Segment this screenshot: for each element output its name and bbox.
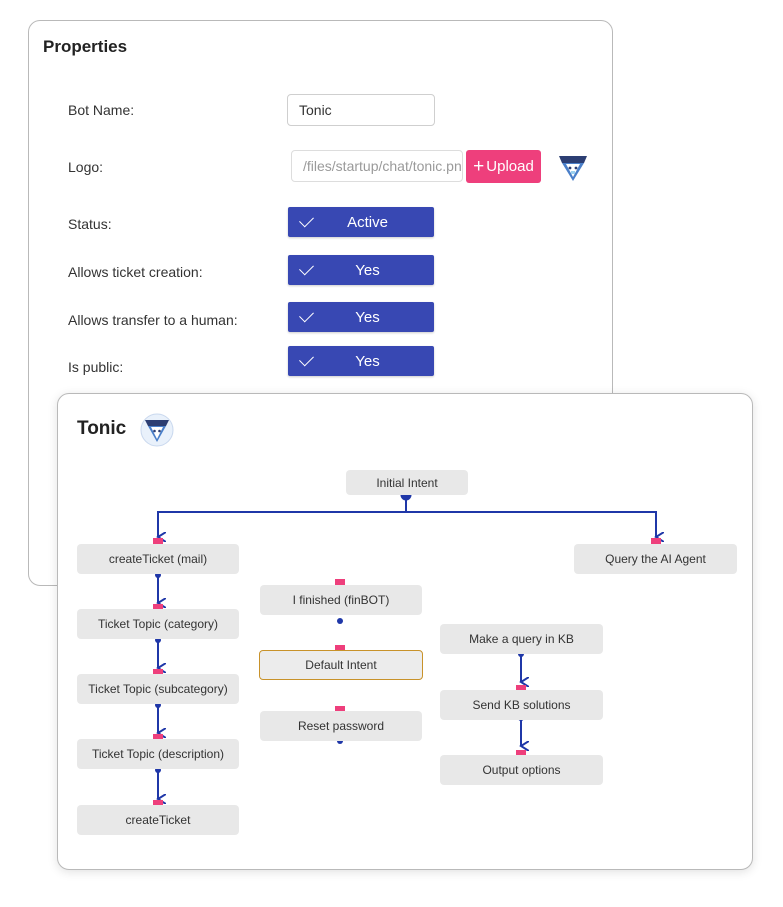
upload-button[interactable]: + Upload — [466, 150, 541, 183]
upload-button-label: Upload — [486, 158, 534, 175]
node-query-ai-agent[interactable]: Query the AI Agent — [574, 544, 737, 574]
output-port[interactable] — [337, 618, 343, 624]
input-port[interactable] — [651, 538, 661, 548]
node-output-options[interactable]: Output options — [440, 755, 603, 785]
node-create-ticket[interactable]: createTicket — [77, 805, 239, 835]
logo-label: Logo: — [68, 159, 104, 175]
input-port[interactable] — [335, 579, 345, 589]
ticket-creation-value: Yes — [355, 261, 380, 279]
bot-logo-icon — [140, 413, 174, 447]
node-initial-intent[interactable]: Initial Intent — [346, 470, 468, 495]
ticket-creation-toggle[interactable]: Yes — [288, 255, 434, 285]
transfer-human-value: Yes — [355, 308, 380, 326]
check-icon — [299, 307, 314, 323]
transfer-human-toggle[interactable]: Yes — [288, 302, 434, 332]
bot-name-label: Bot Name: — [68, 102, 135, 118]
is-public-value: Yes — [355, 352, 380, 370]
status-toggle[interactable]: Active — [288, 207, 434, 237]
node-default-intent[interactable]: Default Intent — [259, 650, 423, 680]
node-ticket-topic-subcategory[interactable]: Ticket Topic (subcategory) — [77, 674, 239, 704]
logo-path-input[interactable]: /files/startup/chat/tonic.png — [291, 150, 463, 182]
flow-title: Tonic — [77, 418, 127, 439]
node-ticket-topic-category[interactable]: Ticket Topic (category) — [77, 609, 239, 639]
logo-path-text: /files/startup/chat/tonic.png — [303, 158, 463, 174]
connector-line — [158, 495, 407, 537]
status-label: Status: — [68, 216, 112, 232]
bot-name-input[interactable]: Tonic — [287, 94, 435, 126]
node-i-finished[interactable]: I finished (finBOT) — [260, 585, 422, 615]
ticket-creation-label: Allows ticket creation: — [68, 264, 203, 280]
input-port[interactable] — [153, 538, 163, 548]
check-icon — [299, 212, 314, 228]
node-send-kb-solutions[interactable]: Send KB solutions — [440, 690, 603, 720]
bot-logo-icon — [559, 156, 587, 181]
status-value: Active — [347, 213, 388, 231]
node-ticket-topic-description[interactable]: Ticket Topic (description) — [77, 739, 239, 769]
transfer-human-label: Allows transfer to a human: — [68, 312, 238, 328]
node-reset-password[interactable]: Reset password — [260, 711, 422, 741]
check-icon — [299, 260, 314, 276]
is-public-toggle[interactable]: Yes — [288, 346, 434, 376]
is-public-label: Is public: — [68, 359, 124, 375]
check-icon — [299, 351, 314, 367]
connector-line — [406, 511, 656, 537]
node-create-ticket-mail[interactable]: createTicket (mail) — [77, 544, 239, 574]
plus-icon: + — [473, 156, 485, 177]
properties-title: Properties — [43, 37, 128, 56]
flow-panel: Tonic — [57, 393, 753, 870]
node-make-query-kb[interactable]: Make a query in KB — [440, 624, 603, 654]
